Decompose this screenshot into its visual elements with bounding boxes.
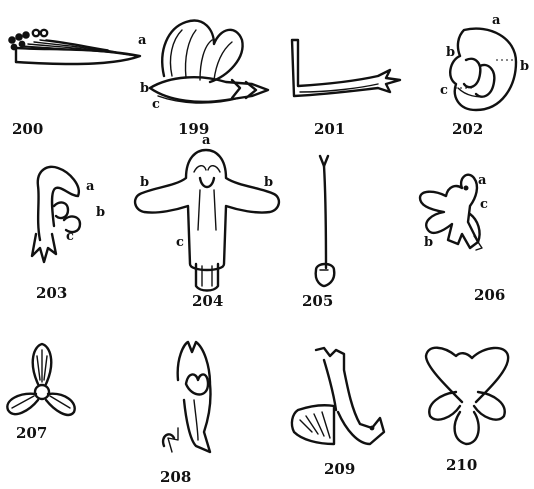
figure-210-number: 210 [446, 456, 477, 474]
figure-208-drawing [163, 342, 210, 452]
figure-199-drawing [150, 21, 268, 104]
figure-202-number: 202 [452, 120, 483, 138]
figure-203-letter-a: a [86, 179, 95, 194]
figure-204-number: 204 [192, 292, 223, 310]
figure-206-letter-b: b [424, 235, 433, 250]
figure-207-drawing [7, 344, 74, 415]
figure-205-drawing [316, 156, 335, 286]
figure-200-drawing [8, 30, 140, 64]
figure-209-number: 209 [324, 460, 355, 478]
figure-205-number: 205 [302, 292, 333, 310]
figure-206-letter-a: a [478, 173, 487, 188]
figure-202-letter-c: c [440, 83, 448, 98]
figure-199-letter-c: c [152, 97, 160, 112]
figure-199-letter-a: a [138, 33, 147, 48]
figure-203-drawing [32, 167, 80, 262]
figure-210-drawing [426, 348, 508, 444]
figure-201-number: 201 [314, 120, 345, 138]
figure-208-number: 208 [160, 468, 191, 486]
figure-209-drawing [292, 348, 384, 444]
figure-206-number: 206 [474, 286, 505, 304]
figure-204-letter-b-left: b [140, 175, 149, 190]
figure-204-drawing [135, 150, 279, 291]
figure-206-letter-c: c [480, 197, 488, 212]
figure-202-drawing [450, 29, 516, 110]
figure-201-drawing [292, 40, 400, 96]
figure-207-number: 207 [16, 424, 47, 442]
figure-204-letter-a: a [202, 133, 211, 148]
figure-204-letter-b-right: b [264, 175, 273, 190]
figure-202-letter-b-right: b [520, 59, 529, 74]
figure-203-number: 203 [36, 284, 67, 302]
figure-204-letter-c: c [176, 235, 184, 250]
figure-202-letter-a: a [492, 13, 501, 28]
figure-200-number: 200 [12, 120, 43, 138]
figure-203-letter-b: b [96, 205, 105, 220]
figure-199-letter-b: b [140, 81, 149, 96]
figure-202-letter-b: b [446, 45, 455, 60]
figure-203-letter-c: c [66, 229, 74, 244]
